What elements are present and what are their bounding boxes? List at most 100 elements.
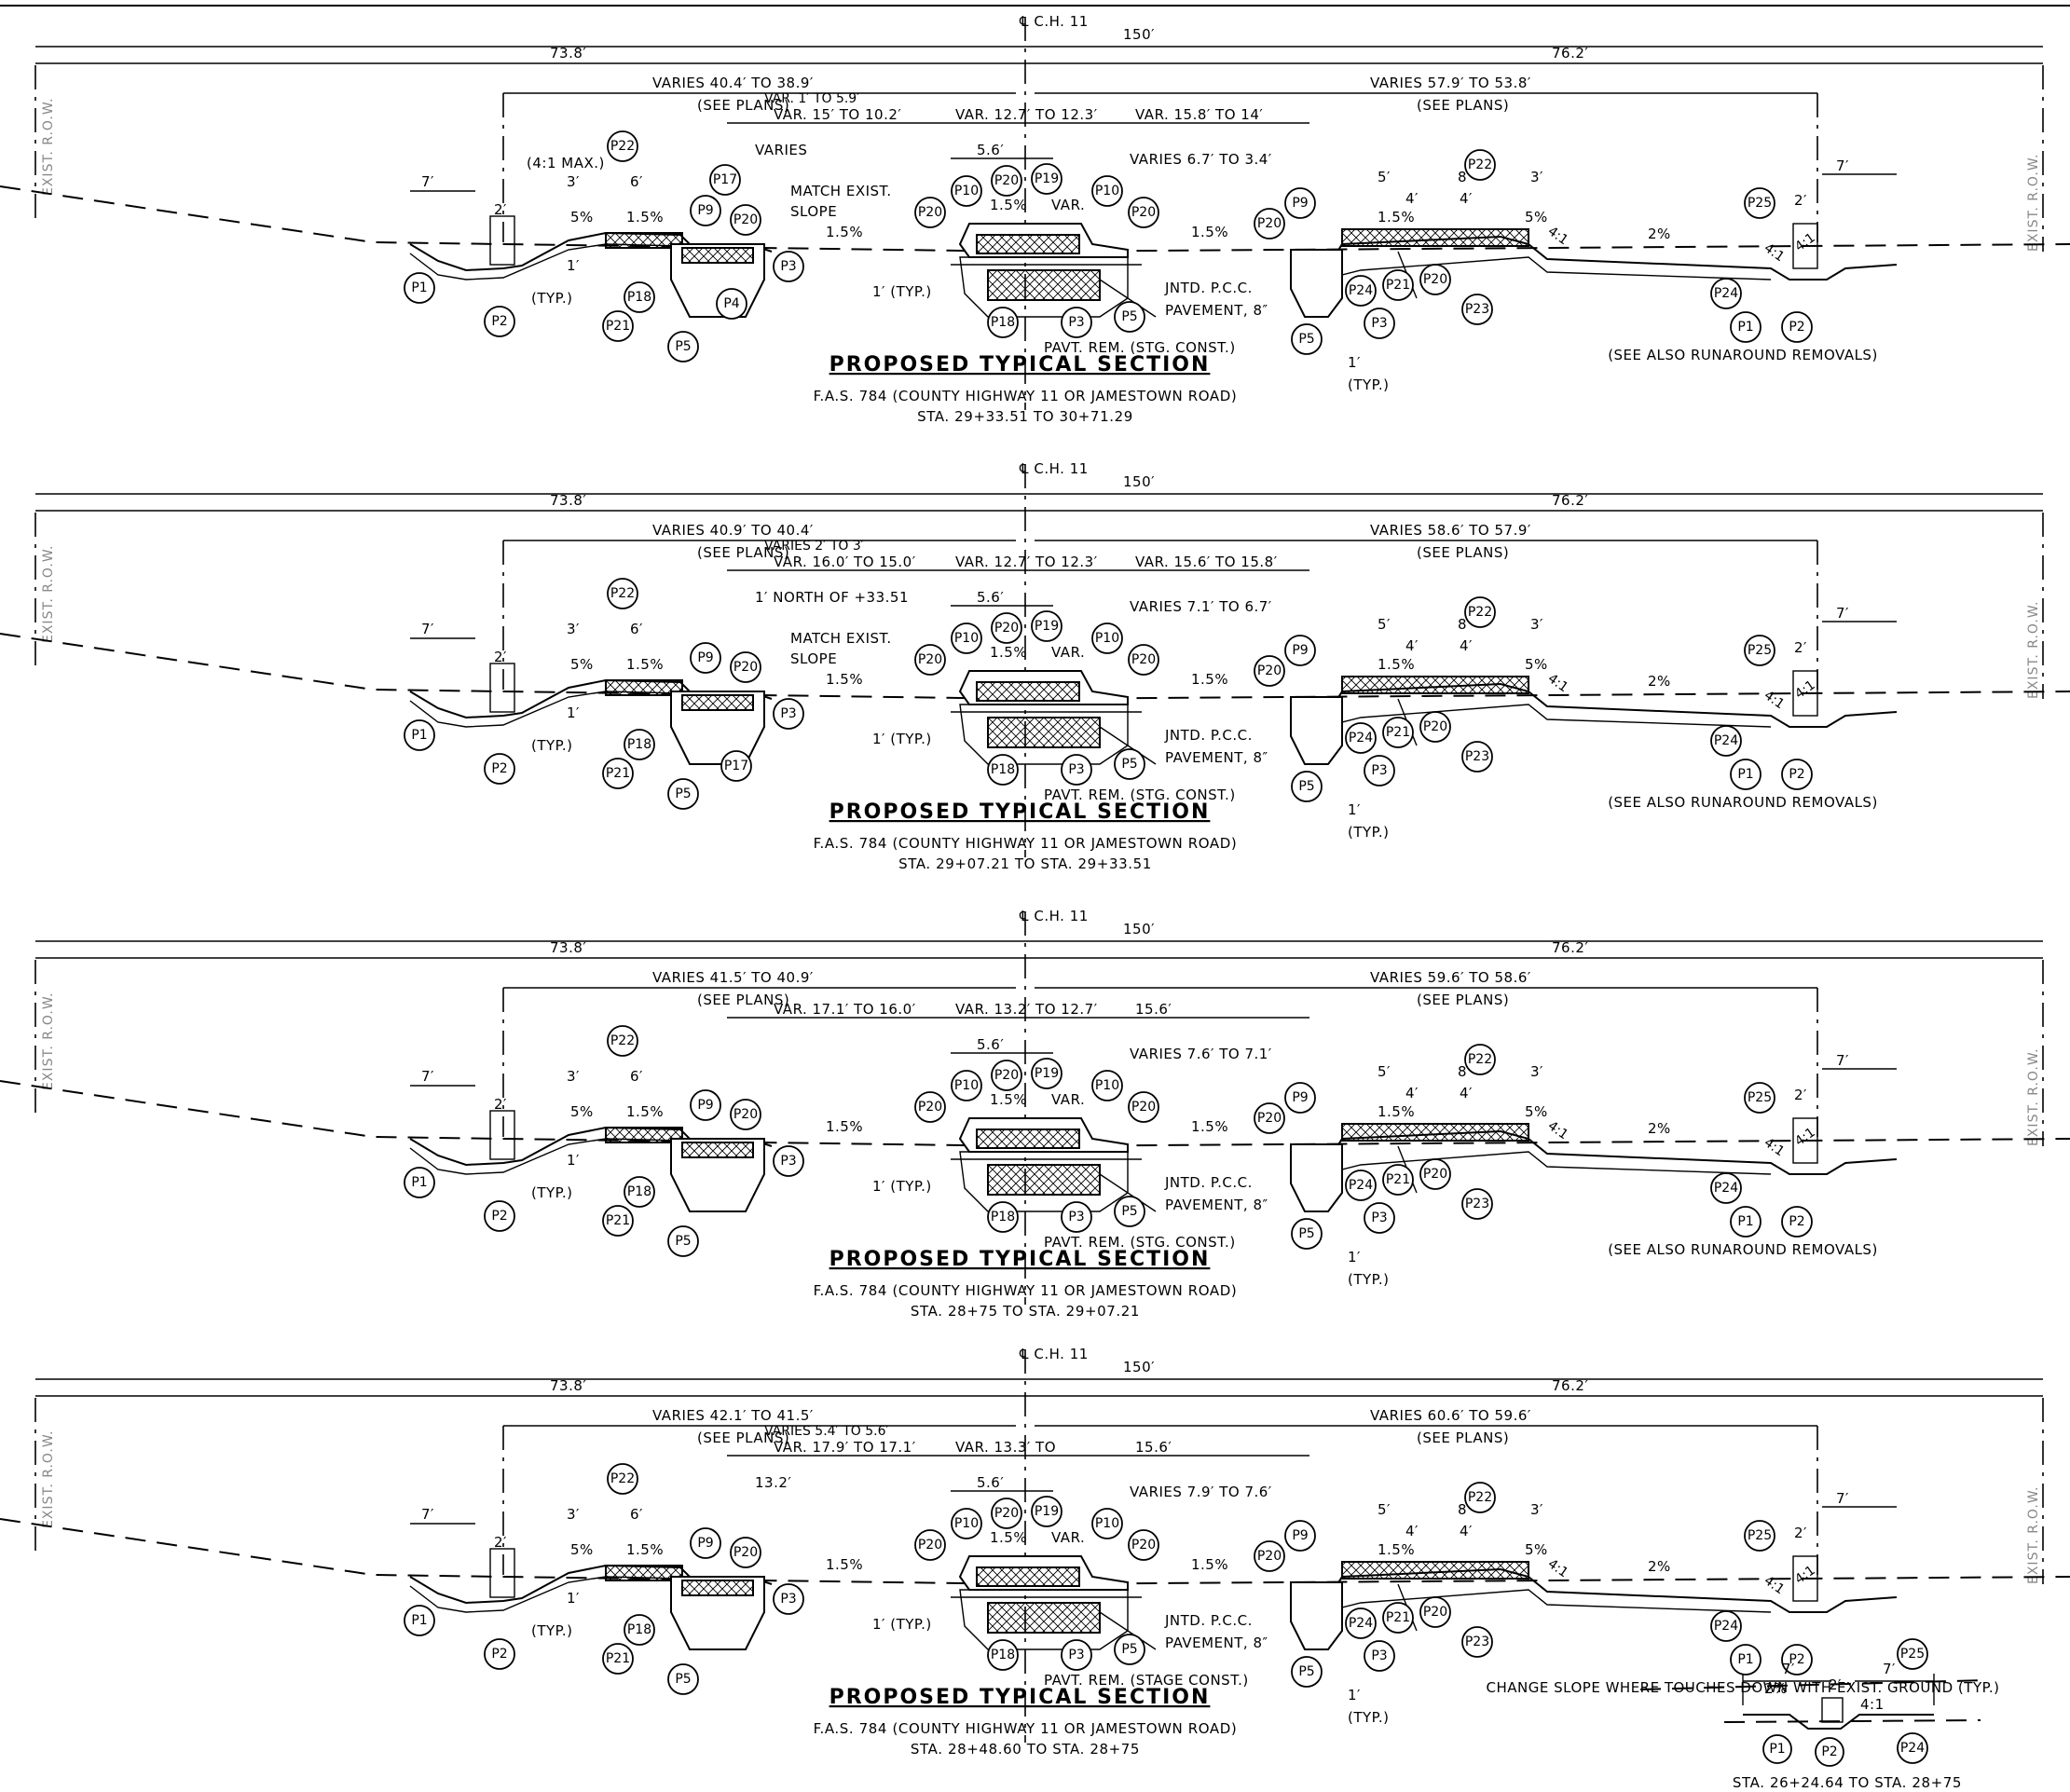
leader-pav <box>1099 726 1157 765</box>
note-right: (SEE ALSO RUNAROUND REMOVALS) <box>1608 794 1878 811</box>
callout-P5: P5 <box>1114 1196 1145 1227</box>
callout-P2: P2 <box>1821 1744 1837 1759</box>
median-base <box>959 1589 1129 1650</box>
right-see-plans: (SEE PLANS) <box>1417 1429 1509 1446</box>
note-right: (SEE ALSO RUNAROUND REMOVALS) <box>1608 347 1878 363</box>
dim-4b: 4′ <box>1460 637 1473 654</box>
callout-label-P22: P22 <box>1468 1490 1492 1505</box>
callout-label-P10: P10 <box>1095 1516 1119 1531</box>
callout-label-P5: P5 <box>675 1234 691 1249</box>
callout-P22: P22 <box>607 1025 638 1057</box>
shoulder-left <box>605 232 683 249</box>
callout-P2: P2 <box>1781 1644 1813 1676</box>
curb-right <box>1290 696 1343 765</box>
dim-4a: 4′ <box>1405 1523 1419 1539</box>
callout-label-P9: P9 <box>1292 1090 1308 1105</box>
callout-label-P10: P10 <box>954 1516 979 1531</box>
callout-label-P20: P20 <box>1131 652 1156 667</box>
callout-P20: P20 <box>1128 197 1159 228</box>
section-road: F.A.S. 784 (COUNTY HIGHWAY 11 OR JAMESTO… <box>814 388 1238 404</box>
pct-15-mid: 1.5% <box>990 1529 1027 1546</box>
callout-P24: P24 <box>1345 1607 1377 1639</box>
right-varies: VARIES 58.6′ TO 57.9′ <box>1370 522 1531 539</box>
pavt-rem: PAVT. REM. (STG. CONST.) <box>1044 787 1236 803</box>
callout-label-P20: P20 <box>994 1506 1019 1521</box>
callout-P22: P22 <box>1464 1044 1496 1075</box>
median-base <box>959 704 1129 765</box>
pct-2-right: 2% <box>1648 1120 1671 1137</box>
callout-label-P18: P18 <box>991 762 1015 777</box>
curb-left-hatch <box>681 1580 754 1596</box>
callout-label-P20: P20 <box>1131 1538 1156 1553</box>
pct-2-right: 2% <box>1648 673 1671 690</box>
callout-P9: P9 <box>690 1089 721 1121</box>
typ-right: (TYP.) <box>1348 376 1390 393</box>
pct-2-right: 2% <box>1648 226 1671 242</box>
callout-label-P20: P20 <box>1423 272 1447 287</box>
left-note-1: VARIES <box>755 142 807 158</box>
callout-P22: P22 <box>607 130 638 162</box>
callout-label-P20: P20 <box>1257 663 1282 678</box>
total-width: 150′ <box>1123 921 1155 937</box>
callout-P20: P20 <box>1254 655 1285 687</box>
callout-P20: P20 <box>1254 1540 1285 1572</box>
callout-P25: P25 <box>1744 1520 1775 1552</box>
leader-pav <box>1099 279 1157 318</box>
callout-P22: P22 <box>607 1463 638 1495</box>
dim-2-right: 2′ <box>1794 1087 1807 1103</box>
subgrade-left <box>409 1576 681 1613</box>
dim-5-right: 5′ <box>1378 616 1391 633</box>
dim-2-left: 2′ <box>494 201 507 218</box>
callout-label-P2: P2 <box>491 761 507 776</box>
callout-P20: P20 <box>730 1099 761 1130</box>
pav-note2: PAVEMENT, 8″ <box>1165 1197 1268 1213</box>
dim-2-right: 2′ <box>1794 192 1807 209</box>
section-title: PROPOSED TYPICAL SECTION <box>829 353 1211 376</box>
callout-label-P3: P3 <box>1068 762 1084 777</box>
section-road: F.A.S. 784 (COUNTY HIGHWAY 11 OR JAMESTO… <box>814 1720 1238 1737</box>
dim-4a: 4′ <box>1405 1085 1419 1101</box>
pavt-rem: PAVT. REM. (STAGE CONST.) <box>1044 1672 1249 1689</box>
dim-3-right: 3′ <box>1530 1501 1543 1518</box>
right-varies: VARIES 57.9′ TO 53.8′ <box>1370 75 1531 91</box>
callout-P18: P18 <box>624 281 655 313</box>
callout-label-P23: P23 <box>1465 302 1489 317</box>
dim-3: 3′ <box>567 621 580 637</box>
extra-station: STA. 26+24.64 TO STA. 28+75 <box>1733 1774 1962 1791</box>
callout-P21: P21 <box>602 758 634 789</box>
callout-label-P22: P22 <box>610 1471 635 1486</box>
dim-4b: 4′ <box>1460 1523 1473 1539</box>
median-base <box>959 256 1129 318</box>
slope-41-a: 4:1 <box>1545 224 1571 248</box>
callout-label-P20: P20 <box>1257 1549 1282 1564</box>
callout-P3: P3 <box>1364 1640 1395 1672</box>
note-right: (SEE ALSO RUNAROUND REMOVALS) <box>1608 1241 1878 1258</box>
slope-41-c: 4:1 <box>1792 677 1818 702</box>
typ-left: (TYP.) <box>531 1622 573 1639</box>
slope-41-b: 4:1 <box>1762 240 1788 265</box>
callout-label-P2: P2 <box>1789 1214 1804 1229</box>
callout-label-P24: P24 <box>1714 1181 1738 1196</box>
inner-right: VAR. 15.6′ TO 15.8′ <box>1135 554 1278 570</box>
callout-P18: P18 <box>987 1201 1019 1233</box>
callout-P20: P20 <box>1419 1158 1451 1190</box>
callout-P10: P10 <box>1091 175 1123 207</box>
callout-P5: P5 <box>667 778 699 810</box>
dim-1-right: 1′ <box>1348 1687 1361 1703</box>
extra-note: VARIES 5.4′ TO 5.6′ <box>764 1424 889 1439</box>
typ-left: (TYP.) <box>531 290 573 307</box>
median-removed <box>987 1164 1101 1196</box>
callout-label-P2: P2 <box>1789 1652 1804 1667</box>
dim-2-right: 2′ <box>1794 639 1807 656</box>
typical-section-3: EXIST. R.O.W.EXIST. R.O.W.℄ C.H. 11150′7… <box>0 908 2070 1320</box>
median-hatch <box>976 681 1080 702</box>
callout-label-P25: P25 <box>1748 1090 1772 1105</box>
right-width: 76.2′ <box>1552 45 1588 62</box>
typical-section-1: EXIST. R.O.W.EXIST. R.O.W.℄ C.H. 11150′7… <box>0 13 2070 425</box>
callout-label-P19: P19 <box>1035 619 1059 634</box>
sidewalk-right <box>1341 228 1529 247</box>
callout-P2: P2 <box>1781 1206 1813 1238</box>
total-width: 150′ <box>1123 1359 1155 1375</box>
callout-label-P18: P18 <box>627 1184 651 1199</box>
callout-label-P18: P18 <box>627 737 651 752</box>
